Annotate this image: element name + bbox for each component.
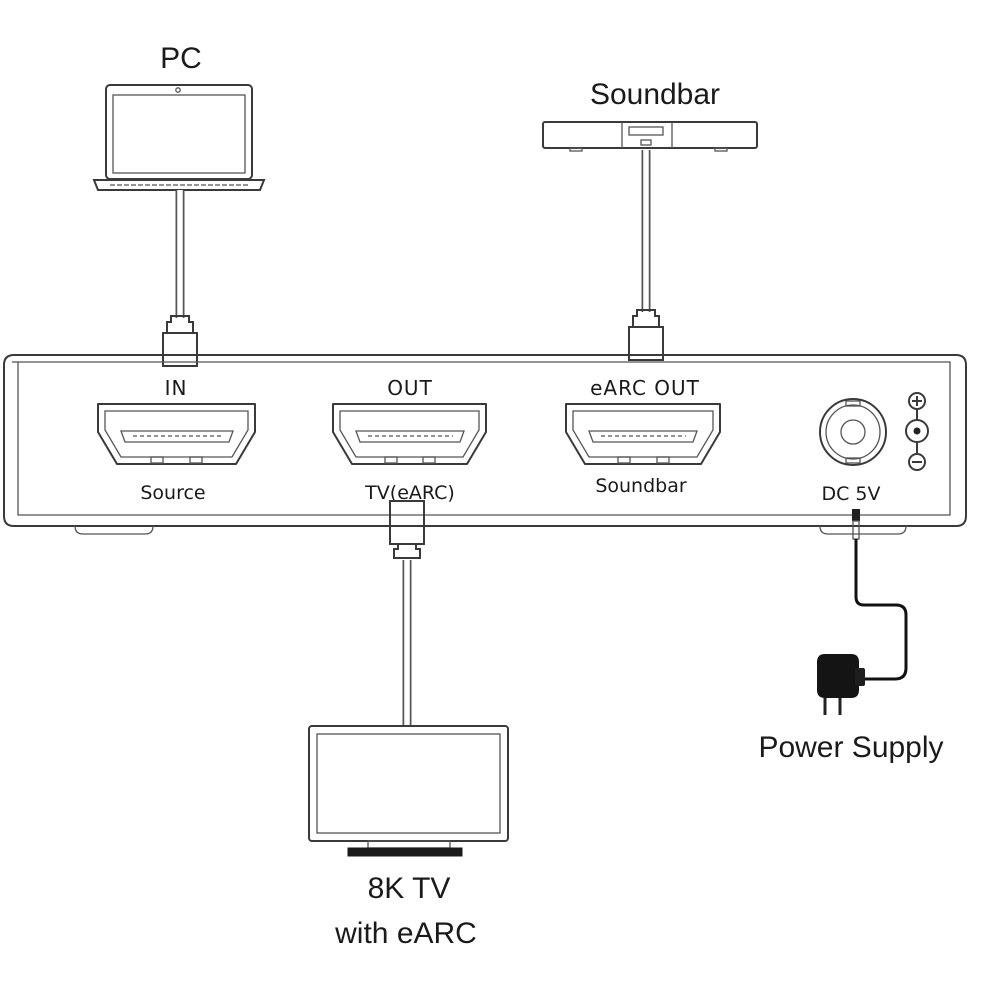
pc-label: PC	[160, 42, 202, 75]
port-in-sublabel: Source	[140, 482, 205, 504]
hdmi-port-in	[97, 403, 256, 465]
soundbar-device-icon	[542, 121, 758, 152]
power-cable	[852, 509, 908, 681]
port-earc-out-label: eARC OUT	[590, 376, 700, 400]
port-out-label: OUT	[387, 376, 433, 400]
hdmi-port-earc-out	[565, 403, 721, 465]
dc-power-jack	[819, 398, 887, 466]
pc-laptop-icon	[92, 84, 266, 191]
dc-port-label: DC 5V	[821, 483, 880, 505]
switch-rear-panel	[3, 354, 967, 535]
tv-label-line1: 8K TV	[368, 872, 451, 905]
hdmi-port-out	[332, 403, 487, 465]
tv-label-line2: with eARC	[334, 917, 477, 950]
port-earc-out-sublabel: Soundbar	[595, 475, 687, 497]
soundbar-label: Soundbar	[590, 78, 720, 111]
power-supply-label: Power Supply	[758, 731, 943, 764]
pc-hdmi-cable	[162, 190, 198, 367]
polarity-icon	[905, 392, 929, 471]
tv-hdmi-cable	[389, 500, 425, 726]
power-adapter-icon	[817, 654, 865, 715]
port-in-label: IN	[165, 376, 188, 400]
soundbar-hdmi-cable	[628, 150, 664, 361]
port-out-sublabel: TV(eARC)	[364, 482, 455, 504]
tv-monitor-icon	[308, 725, 509, 857]
